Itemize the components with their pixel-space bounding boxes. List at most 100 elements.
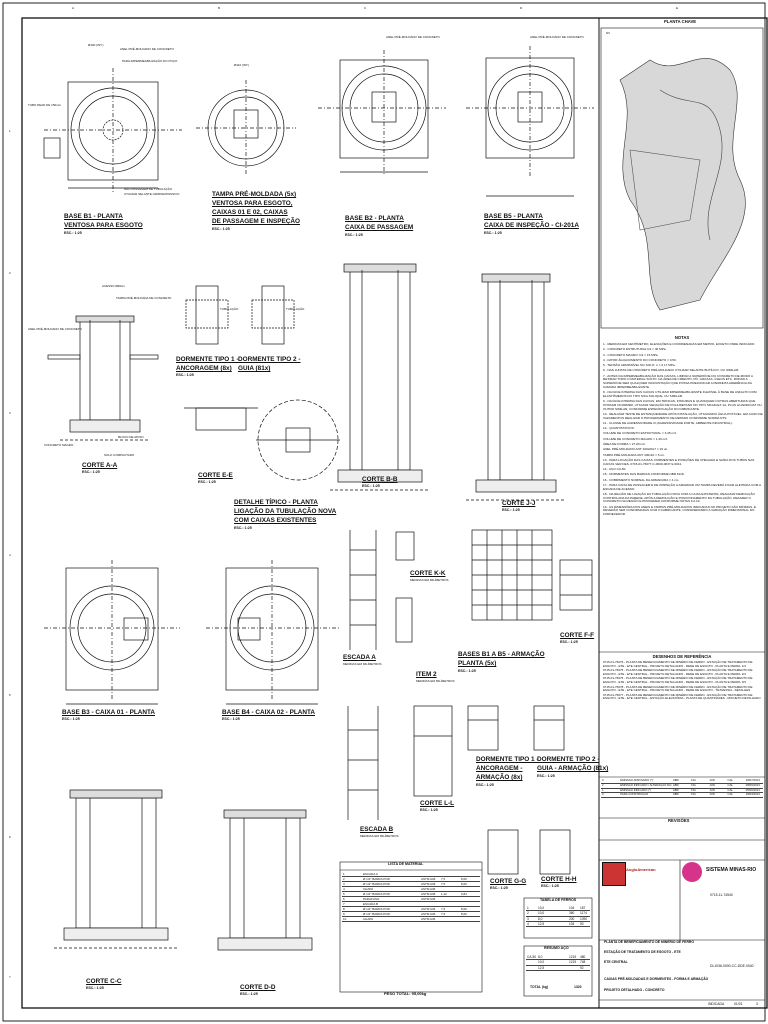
- material-row-cell: Ø 1/2" BARRA POR: [363, 877, 390, 882]
- company-a: AngloAmerican: [626, 867, 656, 872]
- scale-b3: ESC.: 1:25: [62, 717, 80, 721]
- note-item: 19 - AS DIMENSÕES DOS ANEIS E TAMPAS PRÉ…: [603, 504, 756, 516]
- revision-row-cell: 0: [602, 793, 604, 797]
- border-col-a: A: [72, 6, 75, 10]
- revision-row-cell: 3: [602, 779, 604, 782]
- material-row-cell: [440, 887, 460, 891]
- desc-1: PLANTA DE BENEFICIAMENTO DE MINÉRIO DE F…: [604, 940, 694, 944]
- summary-row-cell: 8,0: [538, 955, 543, 959]
- material-row-cell: 7,5: [441, 877, 446, 882]
- note-item: 17 - PARA CAIXA DE PASSAGEM E DE INSPEÇÃ…: [603, 482, 761, 491]
- steel-row-cell: 104: [569, 921, 575, 926]
- title-b2-2: CAIXA DE PASSAGEM: [345, 224, 414, 231]
- revision-row-cell: JUN: [709, 788, 715, 792]
- material-row-cell: 8,06: [461, 912, 467, 917]
- material-row-cell: 9: [343, 912, 345, 917]
- material-row-cell: 8: [343, 907, 345, 912]
- view-corte-bb: [330, 263, 430, 491]
- view-b4-plan: [206, 560, 340, 705]
- summary-row-cell: [526, 966, 537, 970]
- scale-corte-hh: ESC.: 1:25: [541, 884, 559, 888]
- border-row-4: 4: [9, 553, 11, 557]
- revision-row-cell: JUN: [709, 779, 715, 782]
- view-dormentes: [185, 285, 295, 345]
- title-corte-ee: CORTE E-E: [198, 472, 233, 479]
- label-diam-110: Ø110 (INT.): [234, 63, 250, 67]
- note-item: 1 - MEDIDAS EM CENTÍMETRO, ELEVAÇÕES E C…: [603, 342, 756, 346]
- scale-tampa: ESC.: 1:25: [212, 227, 230, 231]
- summary-total-label: TOTAL (kg): [530, 985, 549, 989]
- summary-row-cell: 12,5: [538, 965, 545, 970]
- material-row-cell: 0,84: [461, 892, 467, 897]
- scale-value: INDICADA: [708, 1002, 725, 1006]
- steel-row-cell: 187: [580, 906, 586, 910]
- references-panel: DESENHOS DE REFERÊNCIA 0715-01-76076 - P…: [599, 654, 765, 776]
- note-item: 2 - CONCRETO ESTRUTURAL fck = 30 MPa.: [603, 347, 667, 352]
- border-col-d: D: [520, 6, 523, 10]
- material-row-cell: [460, 902, 480, 906]
- note-item: VOLUME DE CONCRETO MAGRO = 1,30 m3.: [603, 436, 668, 441]
- material-row-cell: 3: [343, 882, 345, 887]
- scale-dormente1-arm: ESC.: 1:25: [476, 783, 494, 787]
- title-dormente2-2: GUIA (81x): [238, 365, 271, 372]
- north-arrow-label: NV: [606, 31, 611, 35]
- title-escada-b: ESCADA B: [360, 826, 394, 833]
- border-row-7: 7: [9, 975, 11, 979]
- revisions-title: REVISÕES: [668, 818, 690, 823]
- scale-corte-cc: ESC.: 1:25: [86, 986, 104, 990]
- title-corte-ll: CORTE L-L: [420, 800, 455, 807]
- title-escada-a: ESCADA A: [343, 654, 376, 661]
- title-b5-2: CAIXA DE INSPEÇÃO - CI-201A: [484, 222, 579, 229]
- scale-b1: ESC.: 1:25: [64, 231, 82, 235]
- revision-row-cell: FIG: [691, 779, 696, 782]
- notes-title: NOTAS: [674, 335, 690, 340]
- title-armacao-2: PLANTA (5x): [458, 660, 497, 667]
- view-corte-gg: [487, 829, 519, 875]
- sheet-number: 01/01: [734, 1002, 743, 1006]
- material-row-cell: [420, 872, 440, 876]
- border-col-e: E: [676, 6, 679, 10]
- title-corte-ff: CORTE F-F: [560, 632, 595, 639]
- view-escada-b: [347, 706, 379, 820]
- title-dormente1-arm-3: ARMAÇÃO (8x): [476, 774, 523, 781]
- view-b1-plan: [43, 68, 182, 192]
- title-tampa-1: TAMPA PRÉ-MOLDADA (5x): [212, 191, 297, 198]
- revision-row-cell: CAL: [727, 779, 733, 782]
- material-row-cell: ESCADA A: [363, 872, 378, 876]
- revision-row-cell: 18/07/2013: [745, 779, 760, 782]
- material-row-cell: [460, 872, 480, 876]
- label-bloco: BLOCO DE APOIO: [118, 435, 144, 439]
- material-row-cell: PARAFUSO: [363, 897, 380, 902]
- title-b3: BASE B3 - CAIXA 01 - PLANTA: [62, 709, 156, 716]
- material-row-cell: [460, 897, 480, 901]
- revision-row-cell: EMISSÃO INDICADO / ALTERAÇÃO DA NOTA (PE…: [620, 783, 672, 787]
- title-b4: BASE B4 - CAIXA 02 - PLANTA: [222, 709, 316, 716]
- view-bases-armacao: [471, 529, 553, 621]
- material-row-cell: Ø 1/2" BARRA POR: [363, 882, 390, 887]
- steel-row-cell: 1: [527, 906, 529, 910]
- note-item: 18 - NA REGIÃO DE LIGAÇÃO DA TUBULAÇÃO N…: [603, 491, 755, 504]
- steel-row-cell: 10,0: [538, 911, 545, 916]
- revision-row-cell: 1: [602, 788, 604, 792]
- summary-row-cell: 480: [580, 955, 586, 959]
- revision-number: 3: [756, 1002, 758, 1006]
- label-nao-passagem: NÃO PASSAGEM DE TUBULAÇÃO: [124, 187, 173, 191]
- material-row-cell: CHAPA: [363, 887, 374, 892]
- note-item: 14 - AÇO CA-50.: [603, 466, 627, 471]
- material-row-cell: ASTM A36: [421, 887, 436, 892]
- title-b1-1: BASE B1 - PLANTA: [64, 213, 123, 220]
- material-row-cell: 2: [343, 877, 345, 882]
- material-total: PESO TOTAL: 95,00kg: [384, 991, 427, 996]
- material-row-cell: 5: [343, 892, 345, 897]
- label-solo: SOLO COMPACTADO: [104, 453, 135, 457]
- steel-row-cell: 1090: [580, 916, 588, 921]
- note-item: 9 - NA FACE INTERNA DAS CAIXAS, EM TRINC…: [603, 399, 762, 411]
